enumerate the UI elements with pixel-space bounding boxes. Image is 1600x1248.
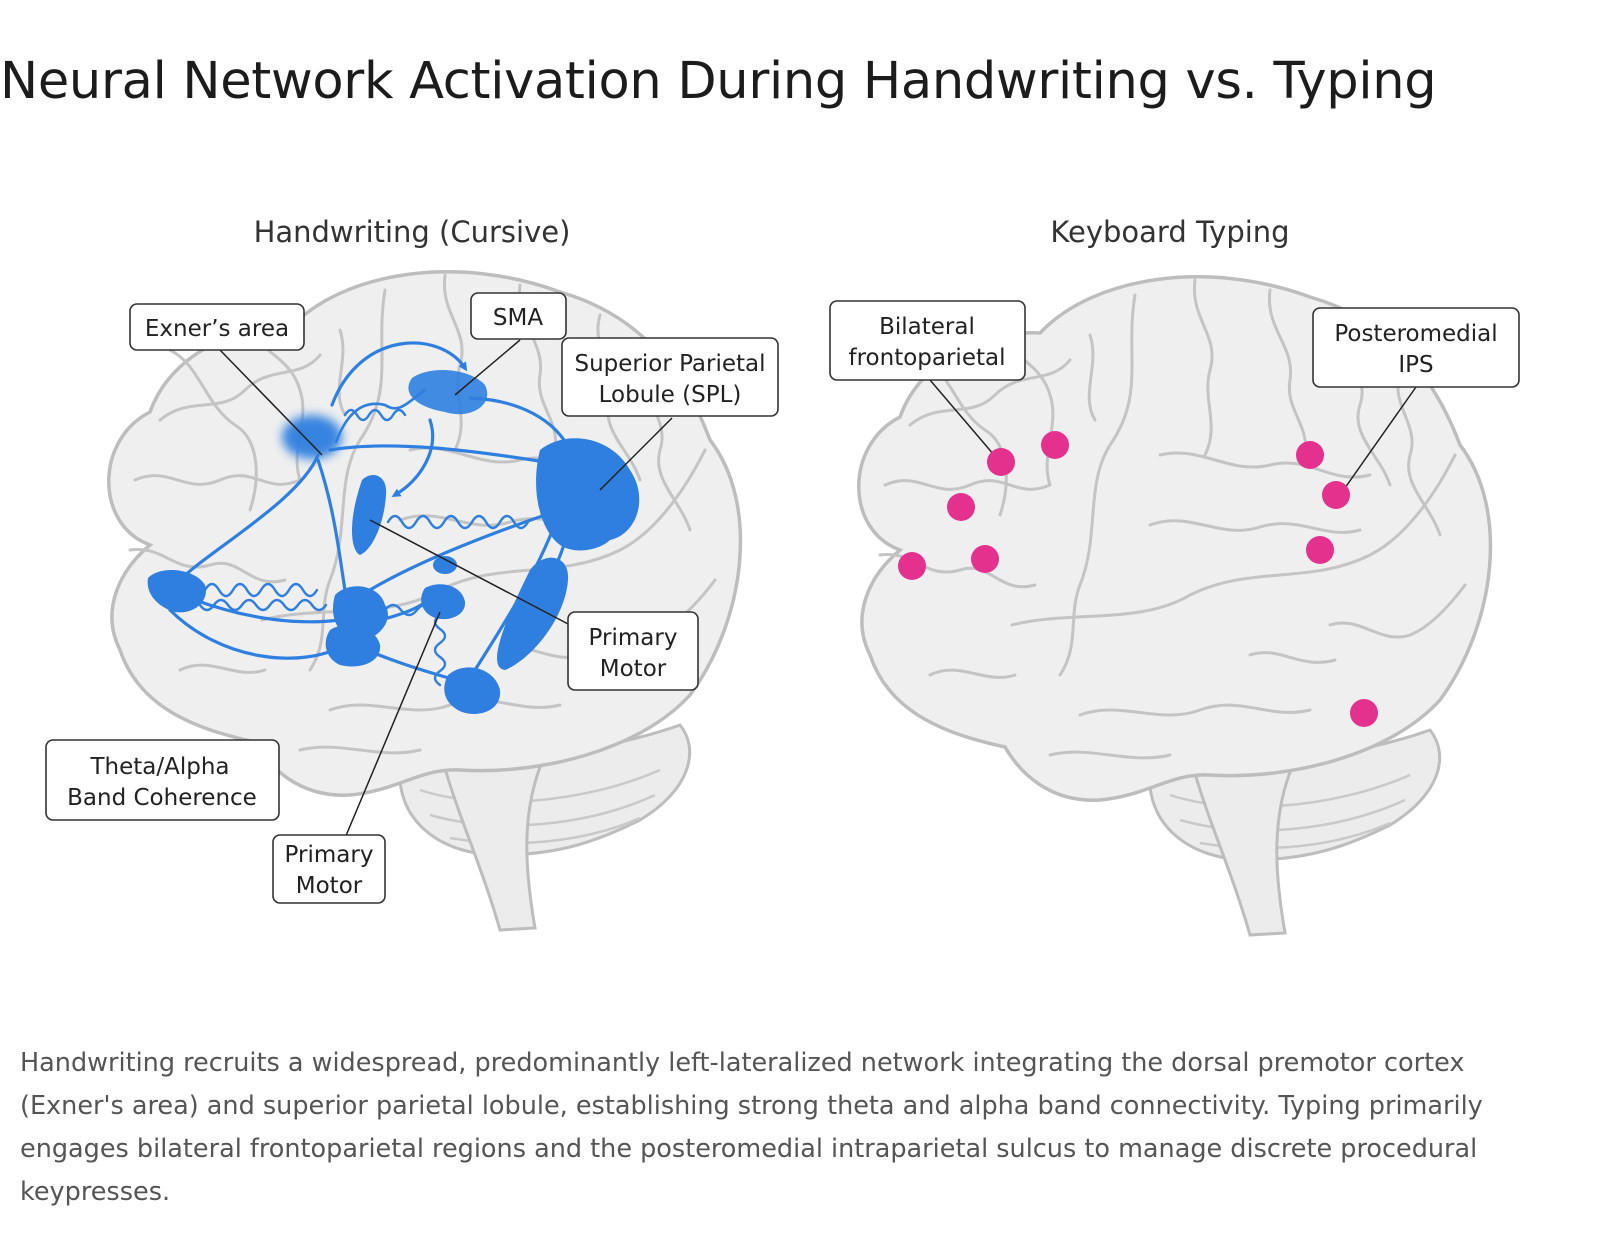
label-exners-area: Exner’s area: [129, 303, 305, 351]
typing-panel: Keyboard Typing Bilateral frontoparietal: [829, 215, 1520, 937]
page-title: Neural Network Activation During Handwri…: [0, 52, 1437, 111]
svg-text:Bilateral: Bilateral: [879, 314, 975, 340]
sma-region: [408, 369, 488, 415]
svg-text:Primary: Primary: [589, 625, 678, 651]
lower-motor-region: [325, 625, 381, 667]
svg-text:Band Coherence: Band Coherence: [67, 785, 257, 811]
svg-text:Theta/Alpha: Theta/Alpha: [89, 754, 229, 780]
svg-text:Motor: Motor: [600, 656, 667, 682]
svg-text:Motor: Motor: [296, 873, 363, 899]
activation-dot: [987, 448, 1015, 476]
activation-dot: [1322, 481, 1350, 509]
activation-dot: [971, 545, 999, 573]
svg-text:Primary: Primary: [285, 842, 374, 868]
activation-dot: [1041, 431, 1069, 459]
handwriting-leader-lines: [219, 339, 673, 839]
label-primary-motor-bottom: Primary Motor: [272, 834, 386, 904]
label-superior-parietal-lobule: Superior Parietal Lobule (SPL): [561, 337, 779, 417]
figure-caption: Handwriting recruits a widespread, predo…: [20, 1048, 1483, 1207]
activation-dot: [1350, 699, 1378, 727]
svg-text:Lobule (SPL): Lobule (SPL): [599, 382, 742, 408]
label-bilateral-frontoparietal: Bilateral frontoparietal: [829, 300, 1026, 381]
frontal-region: [147, 569, 206, 613]
typing-activation-dots: [898, 431, 1378, 727]
svg-text:frontoparietal: frontoparietal: [849, 345, 1006, 371]
label-primary-motor-right: Primary Motor: [567, 611, 699, 691]
activation-dot: [898, 552, 926, 580]
spl-region: [536, 438, 640, 551]
svg-text:IPS: IPS: [1398, 352, 1433, 378]
typing-heading: Keyboard Typing: [1050, 215, 1289, 249]
motor-strip-region: [497, 557, 569, 670]
svg-text:Posteromedial: Posteromedial: [1334, 321, 1497, 347]
temporal-region: [444, 667, 501, 714]
handwriting-heading: Handwriting (Cursive): [254, 215, 571, 249]
label-posteromedial-ips: Posteromedial IPS: [1312, 307, 1520, 388]
brain-comparison-figure: Handwriting (Cursive): [45, 215, 1520, 937]
handwriting-panel: Handwriting (Cursive): [45, 215, 779, 932]
svg-text:Exner’s area: Exner’s area: [145, 316, 289, 342]
label-sma: SMA: [470, 292, 567, 340]
svg-text:SMA: SMA: [493, 305, 543, 331]
activation-dot: [1306, 536, 1334, 564]
typing-leader-lines: [929, 379, 1417, 496]
premotor-strip-region: [352, 475, 387, 555]
activation-dot: [1296, 441, 1324, 469]
svg-text:Superior Parietal: Superior Parietal: [574, 351, 765, 377]
activation-dot: [947, 493, 975, 521]
exner-area-region: [282, 415, 342, 459]
label-theta-alpha-coherence: Theta/Alpha Band Coherence: [45, 739, 280, 821]
small-central-region: [433, 556, 457, 574]
